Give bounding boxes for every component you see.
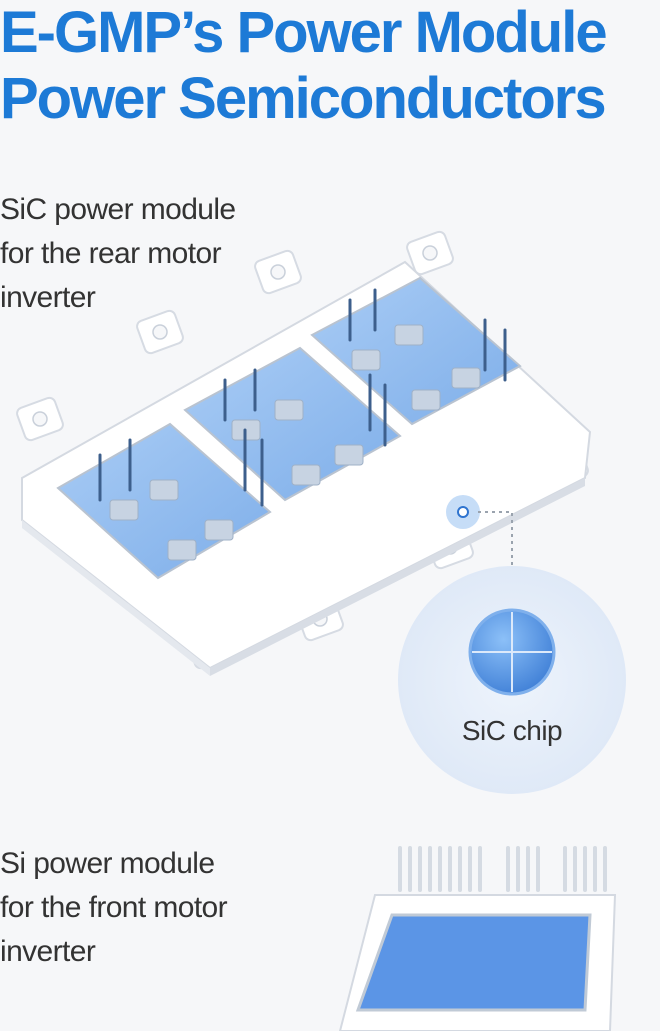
si-power-module-image [338, 846, 617, 1031]
sic-chip-callout: SiC chip [398, 566, 626, 794]
sic-caption-line-3: inverter [0, 281, 96, 314]
sic-caption-line-2: for the rear motor [0, 237, 222, 270]
sic-caption-line-1: SiC power module [0, 193, 236, 226]
si-caption-line-2: for the front motor [0, 891, 228, 924]
sic-module-caption: SiC power module for the rear motor inve… [0, 188, 236, 320]
si-module-caption: Si power module for the front motor inve… [0, 842, 228, 974]
sic-power-module-image [16, 230, 592, 676]
callout-connector [478, 511, 513, 566]
si-caption-line-3: inverter [0, 935, 96, 968]
title-line-1: E-GMP’s Power Module [0, 0, 608, 65]
si-caption-line-1: Si power module [0, 847, 215, 880]
title-line-2: Power Semiconductors [0, 66, 607, 131]
page-title: E-GMP’s Power Module Power Semiconductor… [0, 0, 608, 132]
sic-chip-label: SiC chip [462, 715, 562, 746]
